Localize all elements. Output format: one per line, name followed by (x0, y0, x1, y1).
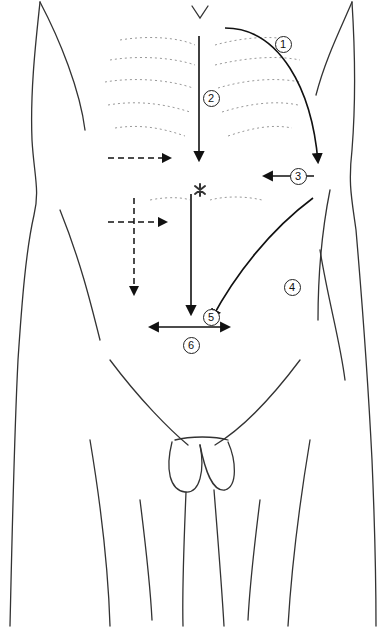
callout-number: 3 (290, 168, 307, 185)
callout-number: 5 (203, 309, 220, 326)
callout-number: 1 (275, 36, 292, 53)
callout-number: 2 (203, 90, 220, 107)
callout-number: 6 (183, 337, 200, 354)
callout-number: 4 (284, 279, 301, 296)
